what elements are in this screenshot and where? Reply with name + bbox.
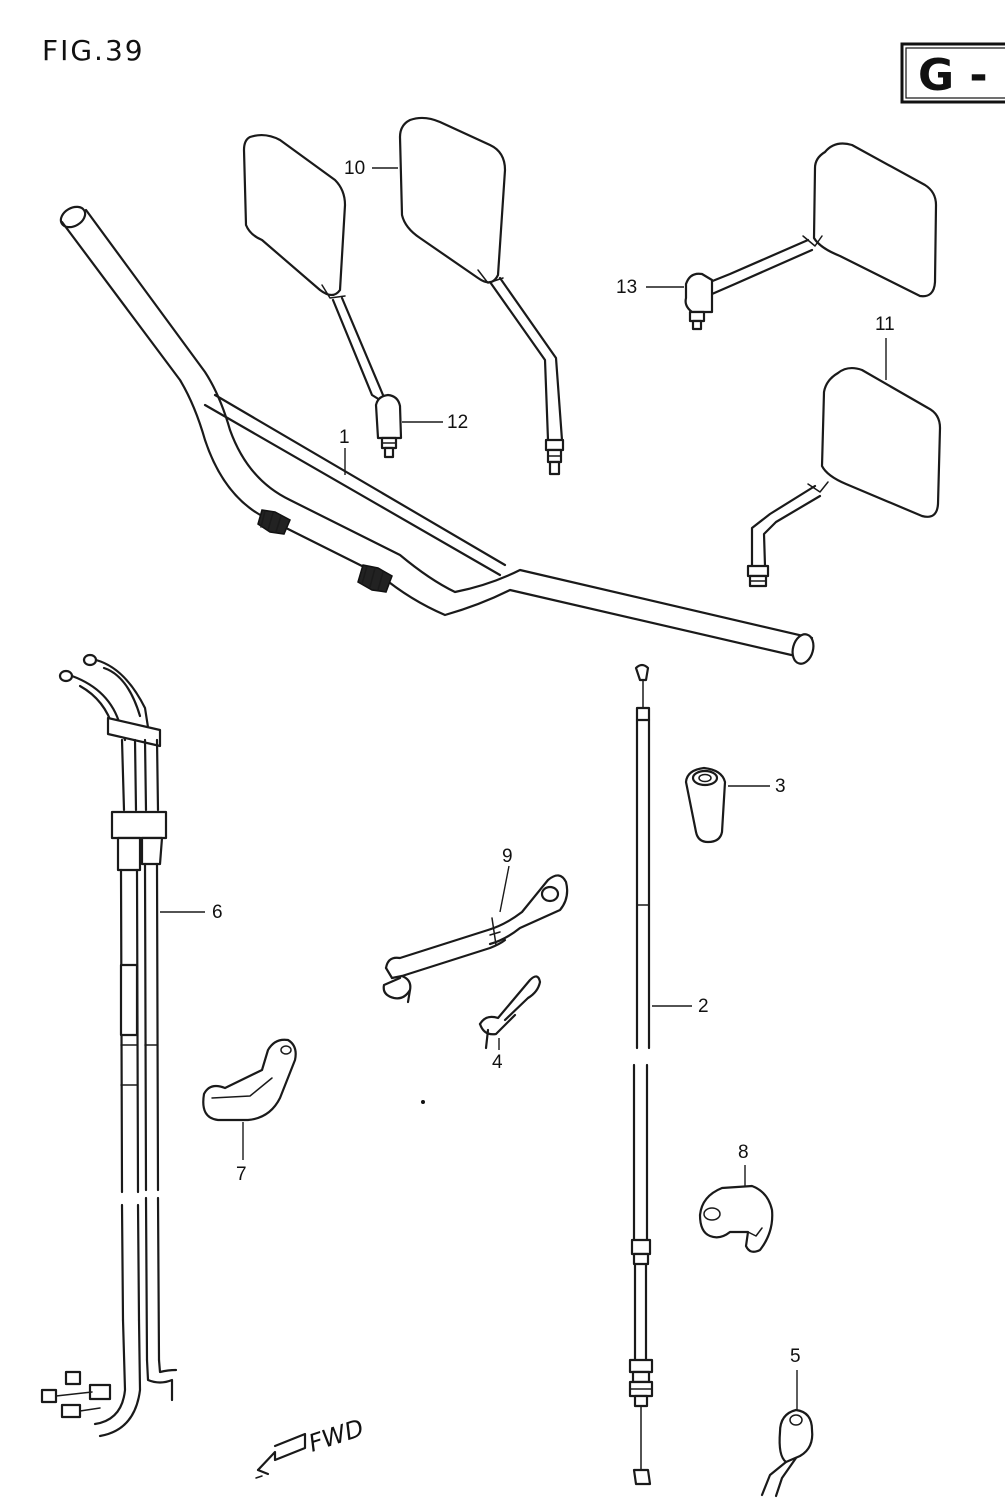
fwd-arrow-icon [255, 1432, 307, 1479]
cable-guide [202, 1038, 297, 1122]
callout-9: 9 [502, 846, 513, 867]
stray-dot [421, 1100, 425, 1104]
callout-5: 5 [790, 1346, 801, 1367]
group-code-box: G - [900, 42, 1005, 104]
cable-bracket [382, 874, 569, 1004]
callout-1: 1 [339, 427, 350, 448]
mirror-left-rear [242, 133, 385, 402]
knurl-right [357, 564, 393, 593]
handlebar [59, 205, 815, 665]
callout-11: 11 [875, 314, 895, 335]
clip [478, 975, 542, 1050]
callout-6: 6 [212, 902, 223, 923]
mirror-right-lower [746, 366, 942, 588]
mirror-left-front [398, 116, 565, 476]
clutch-cable [628, 663, 654, 1486]
callout-12: 12 [447, 412, 468, 433]
clamp-8 [698, 1184, 774, 1253]
callout-7: 7 [236, 1164, 247, 1185]
callout-8: 8 [738, 1142, 749, 1163]
callout-10: 10 [344, 158, 365, 179]
callout-2: 2 [698, 996, 709, 1017]
adapter-12 [374, 393, 403, 459]
throttle-cable-set [40, 653, 178, 1438]
adapter-13 [684, 272, 714, 331]
group-code-label: G - [918, 50, 988, 101]
knurl-left [257, 509, 291, 535]
callout-3: 3 [775, 776, 786, 797]
callout-4: 4 [492, 1052, 503, 1073]
figure-title: FIG.39 [42, 34, 145, 67]
fwd-label: FWD [305, 1414, 367, 1458]
clamp-5 [760, 1408, 814, 1498]
balancer [684, 766, 727, 844]
mirror-right-upper [708, 142, 938, 298]
callout-13: 13 [616, 277, 637, 298]
